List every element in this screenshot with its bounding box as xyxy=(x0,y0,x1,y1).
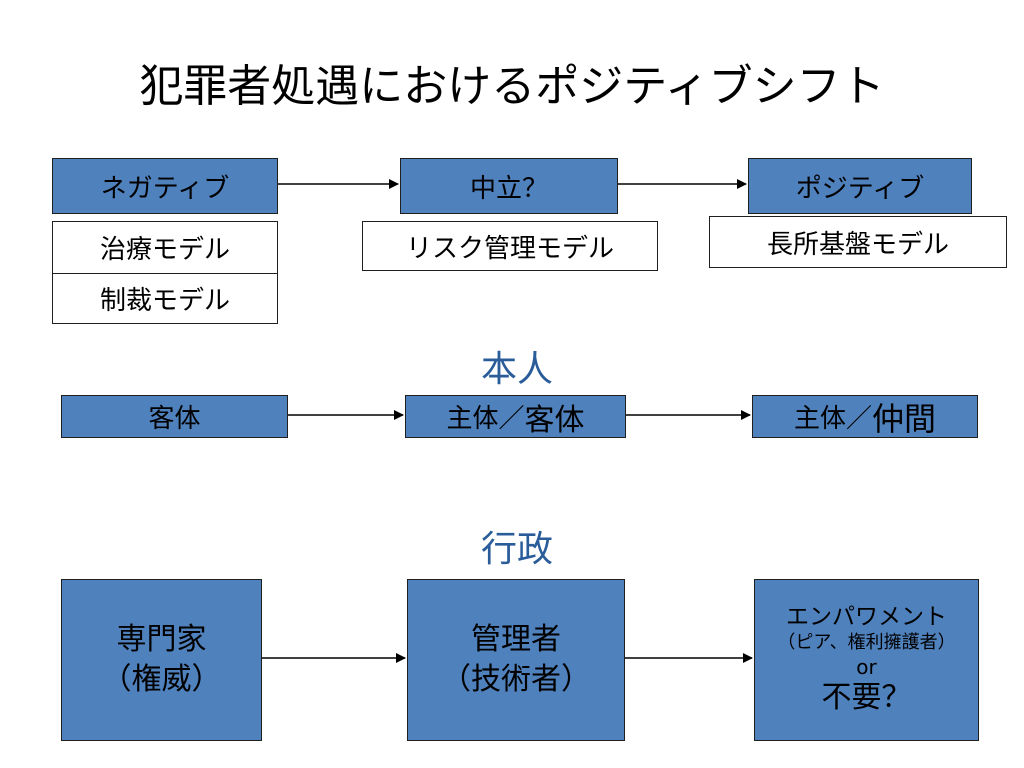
administration-section-label: 行政 xyxy=(480,529,553,570)
neutral-box: 中立？ xyxy=(400,158,618,214)
subject-peer-text-a: 主体／ xyxy=(793,404,872,434)
slide-title: 犯罪者処遇におけるポジティブシフト xyxy=(139,61,885,112)
unnecessary-label: 不要？ xyxy=(821,680,912,715)
negative-box: ネガティブ xyxy=(52,158,278,214)
empowerment-box: エンパワメント （ピア、権利擁護者） or 不要？ xyxy=(754,579,979,741)
sanction-model-box: 制裁モデル xyxy=(52,273,278,324)
expert-label: 専門家 xyxy=(116,622,207,657)
subject-peer-text-b: 仲間 xyxy=(872,399,937,438)
peer-advocate-label: （ピア、権利擁護者） xyxy=(777,632,956,653)
self-section-label: 本人 xyxy=(480,349,553,390)
treatment-model-box: 治療モデル xyxy=(52,221,278,274)
manager-label: 管理者 xyxy=(471,622,561,657)
subject-object-text-b: 客体 xyxy=(524,402,585,438)
empowerment-label: エンパワメント xyxy=(785,604,947,630)
subject-peer-box: 主体／仲間 xyxy=(752,395,978,438)
strength-based-model-box: 長所基盤モデル xyxy=(709,216,1007,268)
subject-object-box: 主体／客体 xyxy=(405,395,626,438)
or-label: or xyxy=(856,655,877,679)
authority-label: （権威） xyxy=(101,662,222,697)
manager-technician-box: 管理者 （技術者） xyxy=(407,579,625,741)
risk-management-model-box: リスク管理モデル xyxy=(362,221,658,271)
positive-box: ポジティブ xyxy=(748,158,972,214)
subject-object-text-a: 主体／ xyxy=(446,404,525,434)
expert-authority-box: 専門家 （権威） xyxy=(61,579,262,741)
object-box: 客体 xyxy=(61,395,288,438)
technician-label: （技術者） xyxy=(441,662,591,697)
